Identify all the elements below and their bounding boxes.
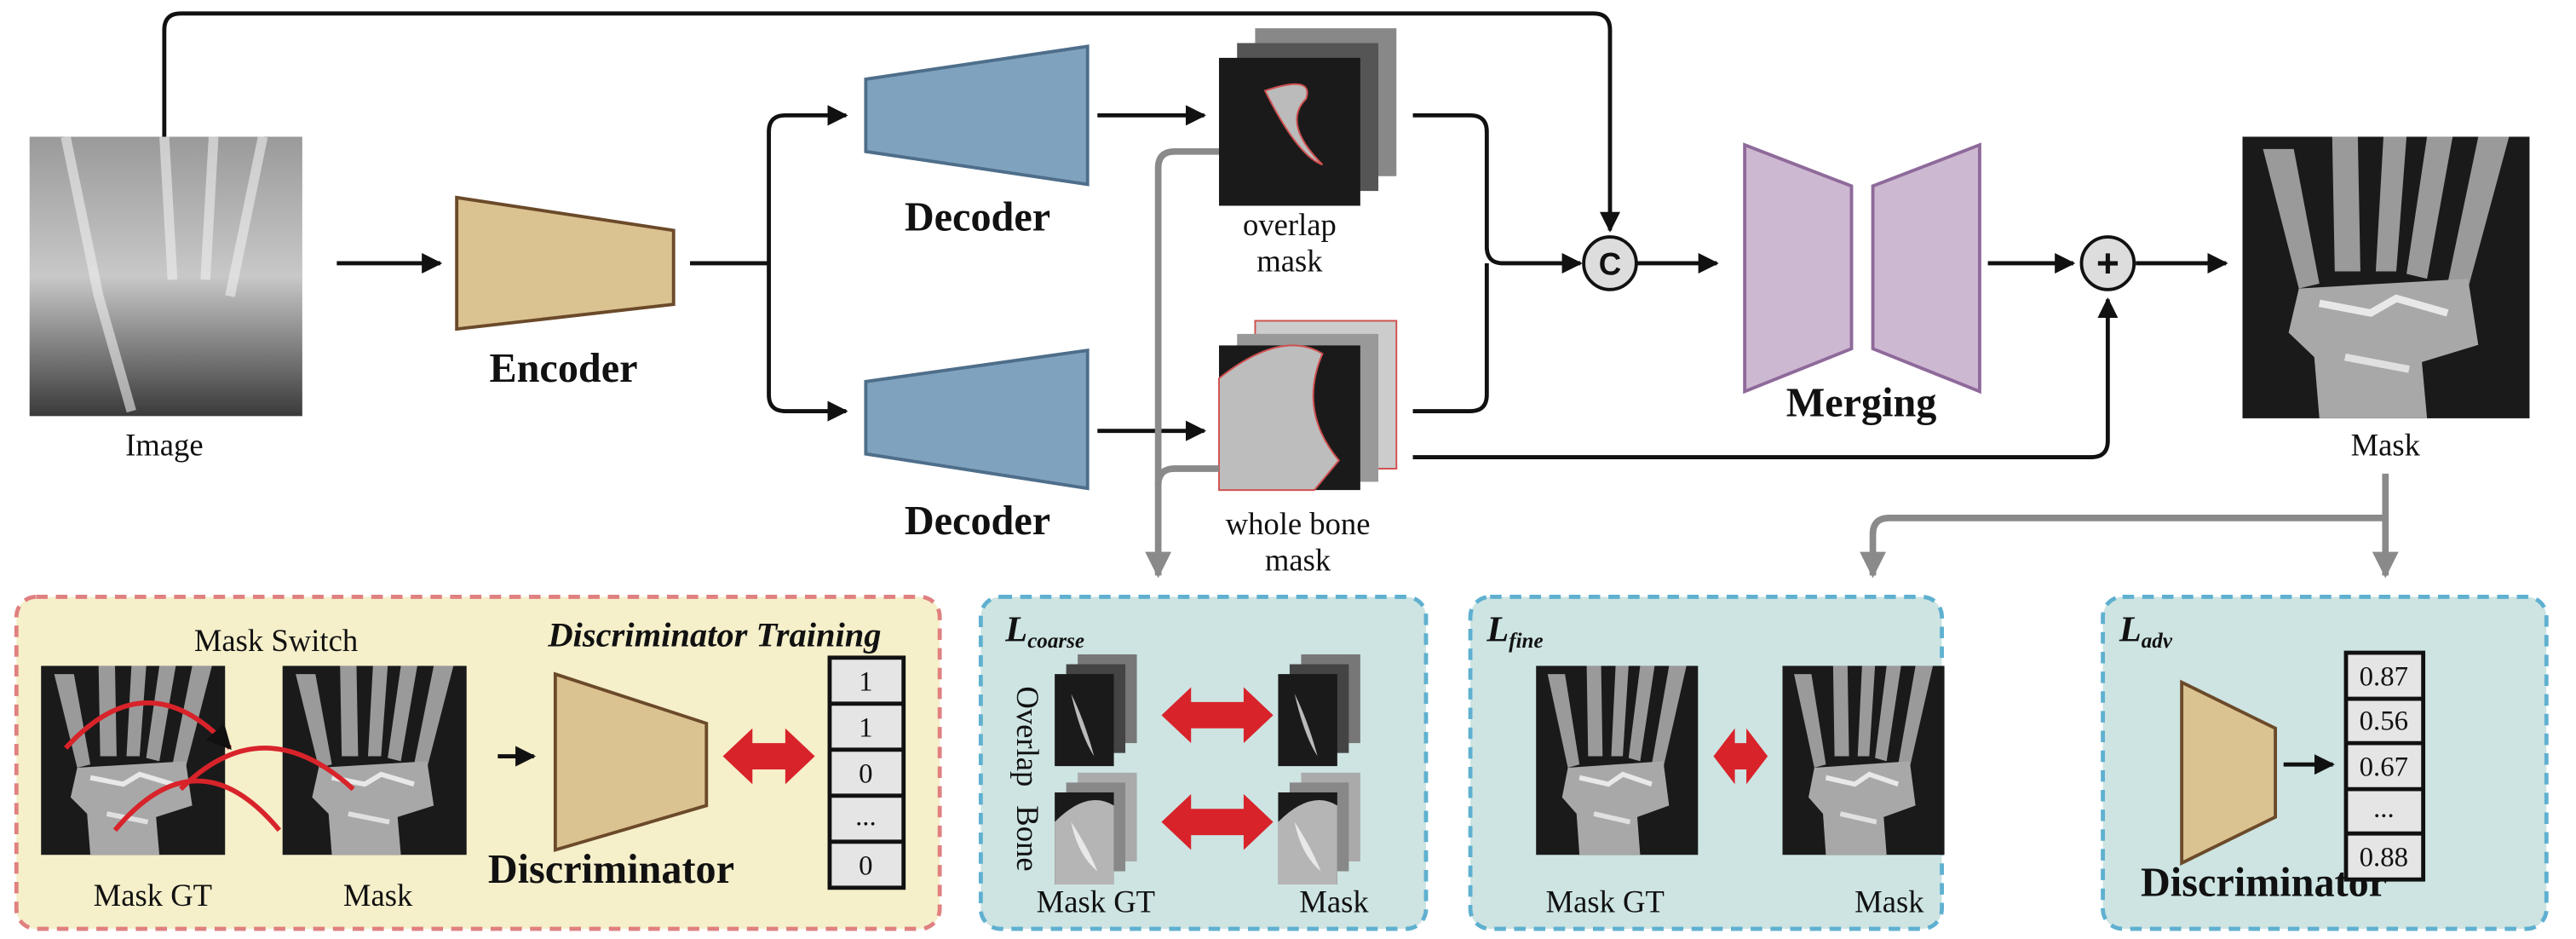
residual-arrow — [1412, 297, 2119, 459]
mask-gt-image — [41, 665, 225, 855]
decoder-top-block — [864, 44, 1090, 187]
arrow-to-coarse-loss — [1145, 147, 1219, 579]
output-cell: 1 — [859, 666, 872, 697]
decoder-bottom-block — [864, 348, 1090, 491]
fine-loss-title: Lfine — [1486, 610, 1543, 654]
output-cell: 0 — [859, 758, 872, 789]
loss-subscript: adv — [2142, 630, 2173, 653]
overlap-mask-stack — [1219, 28, 1397, 206]
compare-arrow — [1713, 728, 1768, 785]
arrow-to-concat — [1412, 112, 1583, 274]
skip-connection-arrow — [162, 11, 1621, 233]
mask-gt-label: Mask GT — [1546, 884, 1665, 919]
whole-bone-mask-label-2: mask — [1265, 543, 1331, 578]
arrow-to-coarse-loss-bottom — [1154, 465, 1219, 486]
branch-arrow-bottom — [767, 262, 848, 422]
score-cell: ... — [2373, 793, 2395, 824]
discriminator-score-column: 0.87 0.56 0.67 ... 0.88 — [2343, 650, 2426, 882]
discriminator-output-column: 1 1 0 ... 0 — [827, 655, 906, 890]
bone-row-label: Bone — [1010, 805, 1045, 871]
loss-subscript: coarse — [1027, 630, 1084, 653]
overlap-pred-stack — [1278, 654, 1360, 767]
adversarial-loss-panel: Ladv Discriminator 0.87 0.56 0.67 ... 0.… — [2101, 595, 2549, 931]
mask-label: Mask — [1854, 884, 1924, 919]
mask-switch-label: Mask Switch — [194, 623, 358, 658]
merging-right-block — [1871, 142, 1981, 395]
concat-node: C — [1582, 235, 1638, 291]
compare-arrow — [1161, 793, 1274, 850]
output-cell: ... — [855, 802, 877, 832]
add-node: + — [2079, 235, 2136, 291]
output-cell: 0 — [859, 850, 872, 881]
overlap-gt-stack — [1055, 654, 1137, 767]
mask-label: Mask — [343, 878, 413, 913]
branch-arrow-top — [690, 115, 846, 266]
input-label: Image — [125, 428, 204, 463]
whole-bone-mask-stack — [1218, 320, 1398, 492]
score-cell: 0.88 — [2360, 843, 2408, 873]
coarse-loss-title: Lcoarse — [1004, 610, 1084, 654]
loss-symbol: L — [2119, 610, 2142, 650]
encoder-block — [455, 195, 676, 331]
output-cell: 1 — [859, 712, 872, 743]
score-cell: 0.67 — [2360, 752, 2408, 783]
merging-label: Merging — [1786, 380, 1937, 425]
arrow-to-concat-bottom — [1412, 262, 1489, 413]
overlap-row-label: Overlap — [1010, 686, 1045, 786]
compare-arrow — [722, 728, 815, 785]
compare-arrow — [1161, 687, 1274, 744]
whole-bone-mask-label: whole bone — [1226, 506, 1371, 541]
input-xray-image — [29, 135, 302, 417]
concat-symbol: C — [1599, 246, 1621, 281]
encoder-label: Encoder — [489, 346, 637, 391]
loss-symbol: L — [1004, 610, 1027, 650]
bone-pred-stack — [1278, 772, 1360, 884]
bone-gt-stack — [1055, 772, 1137, 884]
arrow-to-fine-loss — [1860, 515, 2386, 579]
output-label: Mask — [2351, 428, 2421, 463]
overlap-mask-label-2: mask — [1256, 244, 1323, 279]
mask-gt-image — [1536, 665, 1698, 855]
mask-gt-label: Mask GT — [1037, 884, 1155, 919]
decoder-top-label: Decoder — [905, 194, 1050, 239]
add-symbol: + — [2096, 240, 2119, 285]
fine-loss-panel: Lfine Mask GT Mask — [1468, 595, 1945, 931]
discriminator-label: Discriminator — [488, 847, 734, 892]
discriminator-block — [553, 671, 709, 853]
merging-left-block — [1743, 142, 1854, 395]
discriminator-training-title: Discriminator Training — [547, 615, 881, 654]
loss-symbol: L — [1486, 610, 1509, 650]
score-cell: 0.56 — [2360, 706, 2408, 737]
loss-subscript: fine — [1509, 630, 1543, 653]
coarse-loss-panel: Lcoarse Overlap Bone Mask GT Mask — [978, 595, 1429, 931]
overlap-mask-label: overlap — [1243, 207, 1337, 242]
output-mask-image — [2243, 136, 2530, 418]
mask-gt-label: Mask GT — [94, 878, 212, 913]
mask-switch-arrows — [64, 700, 355, 832]
mask-image — [1783, 665, 1945, 855]
discriminator-training-panel: Mask Switch Discriminator Training Mask … — [14, 595, 942, 931]
score-cell: 0.87 — [2360, 662, 2408, 693]
adv-loss-title: Ladv — [2119, 610, 2173, 654]
mask-label: Mask — [1299, 884, 1369, 919]
decoder-bottom-label: Decoder — [905, 498, 1050, 544]
discriminator-block — [2180, 679, 2277, 866]
